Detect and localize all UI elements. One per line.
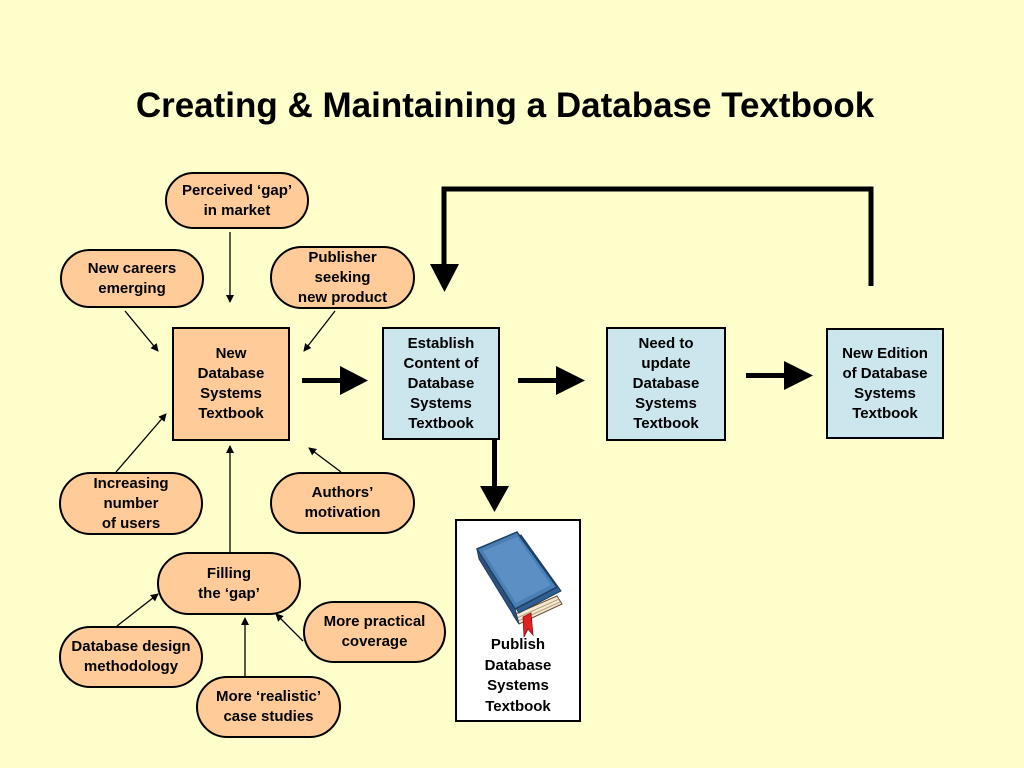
edge-authors-to-new (308, 447, 342, 473)
book-icon (467, 529, 573, 637)
publish-label: Publish Database Systems Textbook (484, 636, 552, 715)
node-practical-coverage: More practical coverage (303, 601, 446, 663)
thick-arrow-new-to-establish (302, 366, 368, 395)
edge-practical-to-filling (275, 613, 304, 642)
thick-arrow-update-to-edition (746, 361, 813, 390)
node-design-methodology: Database design methodology (59, 626, 203, 688)
node-perceived-gap: Perceived ‘gap’ in market (165, 172, 309, 229)
node-publish: Publish Database Systems Textbook (455, 519, 581, 722)
node-new-edition: New Edition of Database Systems Textbook (826, 328, 944, 439)
thick-arrow-establish-to-publish (480, 440, 509, 512)
edge-publisher-to-new (303, 310, 336, 352)
node-establish-content: Establish Content of Database Systems Te… (382, 327, 500, 440)
node-new-textbook: New Database Systems Textbook (172, 327, 290, 441)
feedback-loop-arrow (430, 186, 874, 292)
edge-design-to-filling (116, 593, 159, 627)
page-title: Creating & Maintaining a Database Textbo… (135, 86, 875, 125)
node-filling-gap: Filling the ‘gap’ (157, 552, 301, 615)
node-publisher-seeking: Publisher seeking new product (270, 246, 415, 309)
node-new-careers: New careers emerging (60, 249, 204, 308)
thick-arrow-establish-to-update (518, 366, 585, 395)
node-increasing-users: Increasing number of users (59, 472, 203, 535)
node-need-update: Need to update Database Systems Textbook (606, 327, 726, 441)
edge-careers-to-new (124, 310, 159, 352)
node-case-studies: More ‘realistic’ case studies (196, 676, 341, 738)
node-authors-motivation: Authors’ motivation (270, 472, 415, 534)
edge-users-to-new (115, 413, 167, 473)
